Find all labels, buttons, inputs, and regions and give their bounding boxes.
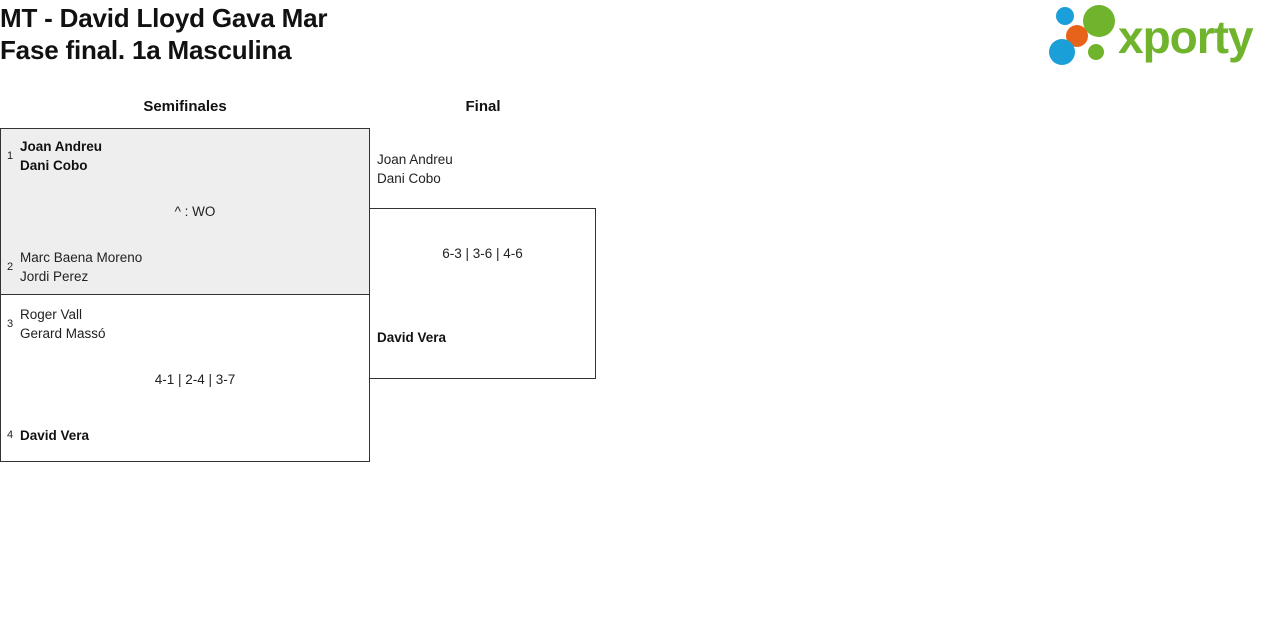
competitor-seed-3[interactable]: 3 Roger Vall Gerard Massó <box>0 305 106 343</box>
competitor-names: Joan Andreu Dani Cobo <box>377 152 453 186</box>
logo-dot-orange <box>1066 25 1088 47</box>
logo-dot-green-large <box>1083 5 1115 37</box>
xporty-logo-graphic: xporty <box>1049 5 1255 65</box>
round-header-semifinals: Semifinales <box>143 98 227 115</box>
logo-wordmark: xporty <box>1118 11 1255 63</box>
match-score-semifinal-1: ^ : WO <box>174 204 216 219</box>
xporty-logo[interactable]: xporty <box>1048 5 1274 67</box>
seed-number: 4 <box>6 429 14 441</box>
logo-dot-green-small <box>1088 44 1104 60</box>
match-box-final[interactable] <box>369 208 596 379</box>
svg-text:xporty: xporty <box>1118 11 1254 63</box>
competitor-seed-2[interactable]: 2 Marc Baena Moreno Jordi Perez <box>0 248 142 286</box>
competitor-names: David Vera <box>20 428 90 443</box>
competitor-seed-1[interactable]: 1 Joan Andreu Dani Cobo <box>0 137 102 175</box>
final-competitor-bottom[interactable]: David Vera <box>377 328 446 347</box>
competitor-names: David Vera <box>377 330 447 345</box>
seed-number: 3 <box>6 317 14 330</box>
final-competitor-top[interactable]: Joan Andreu Dani Cobo <box>377 150 453 188</box>
logo-dot-blue-large <box>1049 39 1075 65</box>
page-title: MT - David Lloyd Gava Mar Fase final. 1a… <box>0 3 328 65</box>
seed-number: 2 <box>6 260 14 273</box>
competitor-names: Joan Andreu Dani Cobo <box>20 139 103 173</box>
match-box-semifinal-2[interactable] <box>0 295 370 462</box>
match-score-semifinal-2: 4-1 | 2-4 | 3-7 <box>154 372 236 387</box>
logo-dot-blue-small <box>1056 7 1074 25</box>
round-header-final: Final <box>465 98 501 115</box>
competitor-seed-4[interactable]: 4 David Vera <box>0 426 89 445</box>
match-score-final: 6-3 | 3-6 | 4-6 <box>442 246 523 261</box>
seed-number: 1 <box>6 149 14 162</box>
competitor-names: Roger Vall Gerard Massó <box>20 307 106 341</box>
competitor-names: Marc Baena Moreno Jordi Perez <box>20 250 143 284</box>
